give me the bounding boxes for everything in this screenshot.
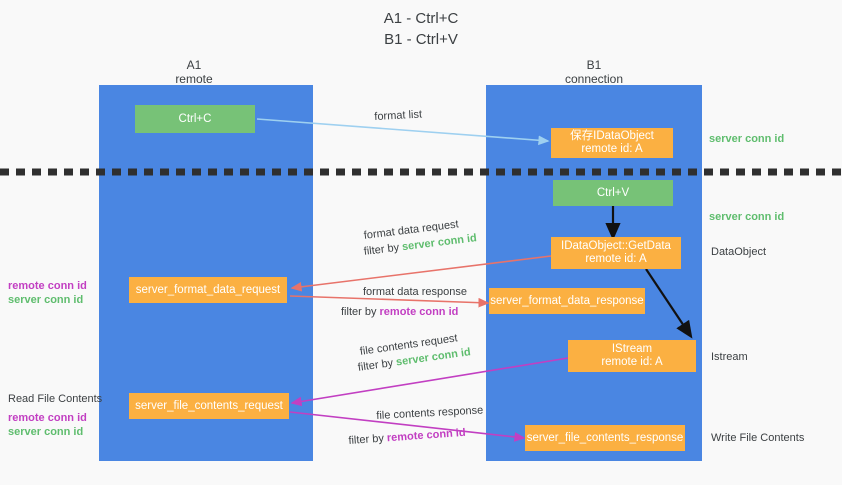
filter-prefix-1: filter by <box>363 241 403 258</box>
filter-prefix-4: filter by <box>348 432 388 447</box>
right-annotation-server-conn-id-top: server conn id <box>709 133 785 145</box>
left-annotation-remote-conn-id-2: remote conn id <box>8 412 87 424</box>
left-annotation-server-conn-id-1: server conn id <box>8 294 84 306</box>
node-server-file-contents-response[interactable]: server_file_contents_response <box>525 425 685 451</box>
node-dataobject-remote-line1: 保存IDataObject <box>570 130 654 142</box>
right-annotation-dataobject: DataObject <box>711 246 767 258</box>
left-annotation-remote-conn-id-1: remote conn id <box>8 280 87 292</box>
node-dataobject-remote[interactable]: 保存IDataObject remote id: A <box>551 128 673 158</box>
node-ctrl-v[interactable]: Ctrl+V <box>553 180 673 206</box>
filter-key-2: remote conn id <box>379 306 459 318</box>
node-server-file-contents-request-label: server_file_contents_request <box>135 399 283 412</box>
node-istream-line2: remote id: A <box>601 356 663 368</box>
edge-label-format-data-response: format data response <box>363 286 467 298</box>
node-ctrl-c-label: Ctrl+C <box>178 112 212 125</box>
node-dataobject-remote-line2: remote id: A <box>581 143 643 155</box>
column-header-a1: A1 remote <box>175 58 213 86</box>
filter-key-4: remote conn id <box>386 426 466 445</box>
filter-prefix-3: filter by <box>357 356 397 374</box>
node-ctrl-c[interactable]: Ctrl+C <box>135 105 255 133</box>
node-server-format-data-response-label: server_format_data_response <box>490 294 644 307</box>
node-getdata-line2: remote id: A <box>585 253 647 265</box>
node-server-format-data-request[interactable]: server_format_data_request <box>129 277 287 303</box>
node-getdata-line1: IDataObject::GetData <box>561 240 671 252</box>
edge-filter-file-contents-response: filter by remote conn id <box>348 426 466 448</box>
right-annotation-istream: Istream <box>711 351 748 363</box>
edge-filter-format-data-response: filter by remote conn id <box>341 305 458 319</box>
diagram-title: A1 - Ctrl+C B1 - Ctrl+V <box>383 10 459 48</box>
node-istream[interactable]: IStream remote id: A <box>568 340 696 372</box>
filter-prefix-2: filter by <box>341 306 380 318</box>
node-server-format-data-request-label: server_format_data_request <box>135 283 281 296</box>
edge-label-format-list: format list <box>374 108 423 123</box>
left-annotation-read-file-contents: Read File Contents <box>8 393 103 405</box>
node-ctrl-v-label: Ctrl+V <box>596 186 630 199</box>
node-server-file-contents-response-label: server_file_contents_response <box>526 431 684 444</box>
right-annotation-server-conn-id-mid: server conn id <box>709 211 785 223</box>
node-server-file-contents-request[interactable]: server_file_contents_request <box>129 393 289 419</box>
node-istream-line1: IStream <box>611 343 653 355</box>
column-header-b1: B1 connection <box>564 58 624 86</box>
node-idataobject-getdata[interactable]: IDataObject::GetData remote id: A <box>551 237 681 269</box>
right-annotation-write-file-contents: Write File Contents <box>711 432 805 444</box>
left-annotation-server-conn-id-2: server conn id <box>8 426 84 438</box>
node-server-format-data-response[interactable]: server_format_data_response <box>489 288 645 314</box>
edge-label-file-contents-response: file contents response <box>376 404 484 422</box>
